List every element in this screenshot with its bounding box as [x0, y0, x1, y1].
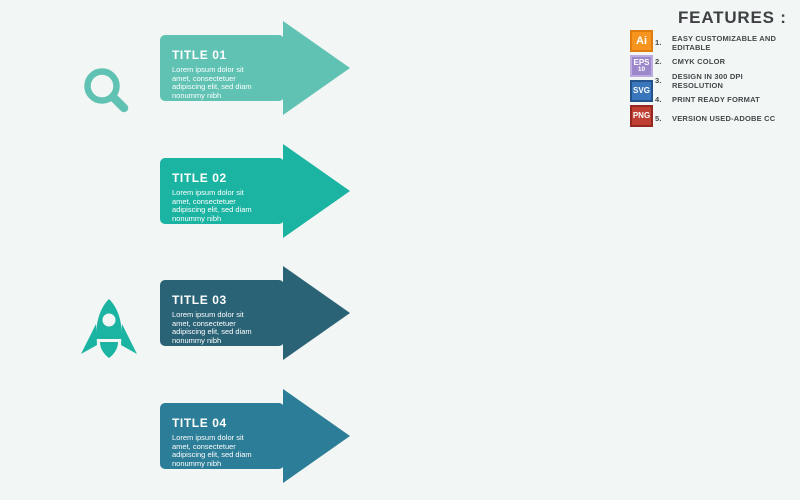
badge-sublabel: 10 — [637, 65, 646, 73]
step-row-3: TITLE 03 Lorem ipsum dolor sit amet, con… — [0, 266, 360, 360]
feature-label: PRINT READY FORMAT — [672, 95, 760, 104]
step-description: Lorem ipsum dolor sit amet, consectetuer… — [172, 188, 252, 223]
arrow-head-shape — [283, 389, 350, 483]
step-arrow-3: TITLE 03 Lorem ipsum dolor sit amet, con… — [160, 266, 350, 360]
feature-number: 2. — [655, 57, 662, 66]
feature-item-1: 1. EASY CUSTOMIZABLE AND EDITABLE — [655, 33, 795, 52]
magnifier-icon — [79, 65, 135, 121]
feature-number: 1. — [655, 38, 662, 47]
arrow-body-shape — [160, 403, 284, 469]
arrow-body-shape — [160, 35, 284, 101]
features-list: 1. EASY CUSTOMIZABLE AND EDITABLE 2. CMY… — [655, 33, 795, 128]
feature-item-4: 4. PRINT READY FORMAT — [655, 90, 795, 109]
step-title: TITLE 03 — [172, 293, 227, 307]
step-title: TITLE 04 — [172, 416, 227, 430]
rocket-icon — [69, 293, 149, 373]
feature-item-2: 2. CMYK COLOR — [655, 52, 795, 71]
arrow-head-shape — [283, 266, 350, 360]
png-file-badge: PNG — [630, 105, 653, 127]
step-row-1: TITLE 01 Lorem ipsum dolor sit amet, con… — [0, 21, 360, 115]
badge-label: SVG — [633, 86, 650, 95]
badge-label: PNG — [632, 111, 651, 120]
feature-number: 3. — [655, 76, 662, 85]
step-row-2: TITLE 02 Lorem ipsum dolor sit amet, con… — [0, 144, 360, 358]
arrow-head-shape — [283, 21, 350, 115]
eps-file-badge: EPS 10 — [630, 55, 653, 77]
step-description: Lorem ipsum dolor sit amet, consectetuer… — [172, 310, 252, 345]
svg-file-badge: SVG — [630, 80, 653, 102]
step-arrow-2: TITLE 02 Lorem ipsum dolor sit amet, con… — [160, 144, 350, 238]
step-title: TITLE 02 — [172, 171, 227, 185]
badge-label: EPS — [633, 57, 650, 67]
step-description: Lorem ipsum dolor sit amet, consectetuer… — [172, 433, 252, 468]
step-title: TITLE 01 — [172, 48, 227, 62]
step-arrow-4: TITLE 04 Lorem ipsum dolor sit amet, con… — [160, 389, 350, 483]
feature-label: VERSION USED-ADOBE CC — [672, 114, 776, 123]
step-row-4: TITLE 04 Lorem ipsum dolor sit amet, con… — [0, 389, 360, 483]
feature-label: CMYK COLOR — [672, 57, 726, 66]
arrow-body-shape — [160, 158, 284, 224]
feature-number: 5. — [655, 114, 662, 123]
feature-item-5: 5. VERSION USED-ADOBE CC — [655, 109, 795, 128]
step-description: Lorem ipsum dolor sit amet, consectetuer… — [172, 65, 252, 100]
ai-file-badge: Ai — [630, 30, 653, 52]
feature-item-3: 3. DESIGN IN 300 DPI RESOLUTION — [655, 71, 795, 90]
feature-label: DESIGN IN 300 DPI RESOLUTION — [672, 71, 743, 90]
feature-label: EASY CUSTOMIZABLE AND EDITABLE — [672, 33, 777, 52]
arrow-head-shape — [283, 144, 350, 238]
step-arrow-1: TITLE 01 Lorem ipsum dolor sit amet, con… — [160, 21, 350, 115]
feature-number: 4. — [655, 95, 662, 104]
features-heading: FEATURES : — [678, 8, 787, 27]
badge-label: Ai — [636, 34, 647, 47]
arrow-body-shape — [160, 280, 284, 346]
